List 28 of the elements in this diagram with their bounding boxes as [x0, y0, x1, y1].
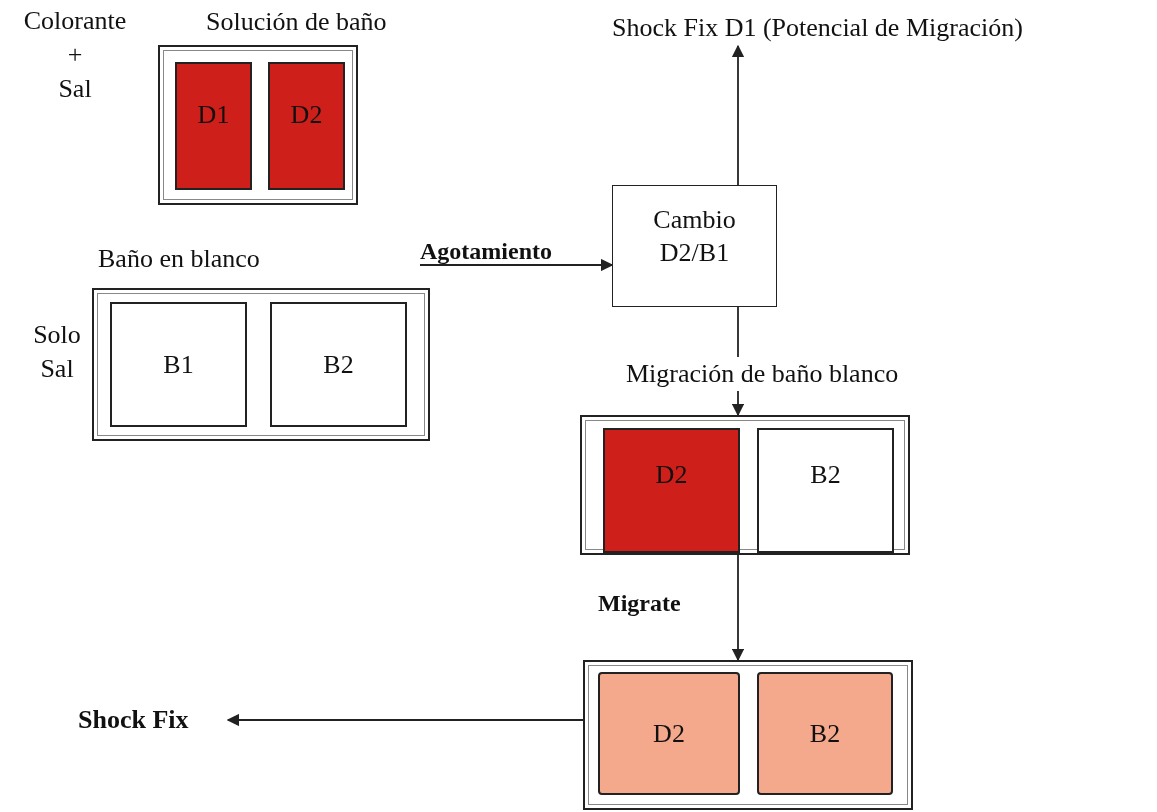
square-label: B1 [163, 349, 194, 380]
bath-square [175, 62, 252, 190]
arrow [419, 258, 614, 272]
step-label: Shock Fix D1 (Potencial de Migración) [612, 11, 1023, 45]
square-label: B2 [323, 349, 354, 380]
square-label: B2 [810, 460, 841, 490]
bath-square [110, 302, 247, 427]
square-label: B2 [809, 718, 841, 749]
step-label: Shock Fix [78, 703, 189, 737]
square-label: D2 [290, 100, 323, 130]
square-label: D2 [653, 718, 685, 749]
arrow [731, 44, 745, 186]
bath-square [270, 302, 407, 427]
square-label: D2 [655, 460, 688, 490]
arrow [226, 713, 584, 727]
bath-square [757, 672, 893, 795]
arrow [731, 554, 745, 662]
square-label: D1 [197, 100, 230, 130]
bath-square [603, 428, 740, 553]
bath-square [598, 672, 740, 795]
panel-heading: Migración de baño blanco [626, 357, 899, 391]
tray-panel [583, 660, 913, 810]
bath-square [268, 62, 345, 190]
process-label: Cambio D2/B1 [652, 204, 737, 269]
bath-square [757, 428, 894, 553]
side-note: Solo Sal [32, 319, 82, 385]
process-box [612, 185, 777, 307]
side-note: Colorante + Sal [22, 5, 128, 105]
